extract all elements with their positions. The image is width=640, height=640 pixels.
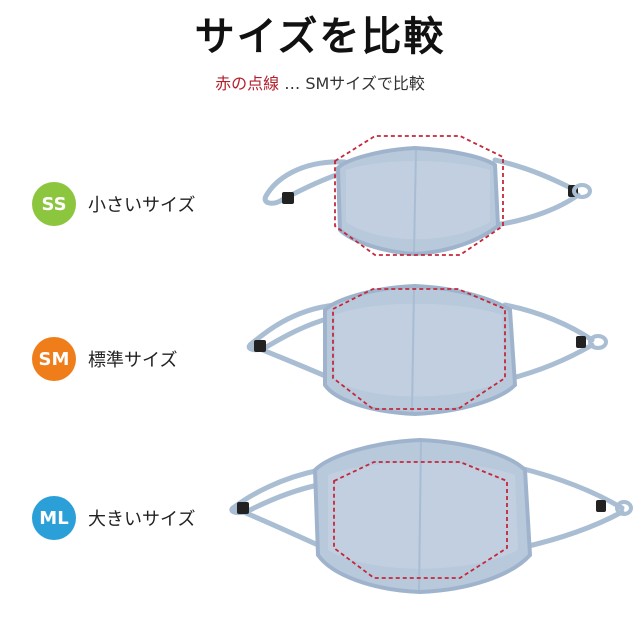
size-badge-sm: SM xyxy=(32,337,76,381)
size-label-ml: 大きいサイズ xyxy=(88,509,196,530)
size-label-ss: 小さいサイズ xyxy=(88,195,196,216)
mask-ss xyxy=(262,135,592,257)
legend-rest-text: … SMサイズで比較 xyxy=(279,74,425,93)
size-badge-ml: ML xyxy=(32,496,76,540)
legend-note: 赤の点線 … SMサイズで比較 xyxy=(0,70,640,94)
mask-sm xyxy=(246,283,608,417)
size-row-ml: ML 大きいサイズ xyxy=(32,495,195,541)
size-row-sm: SM 標準サイズ xyxy=(32,336,177,382)
size-row-ss: SS 小さいサイズ xyxy=(32,181,195,227)
mask-ml xyxy=(229,437,633,595)
legend-red-text: 赤の点線 xyxy=(215,74,280,93)
size-badge-ss: SS xyxy=(32,182,76,226)
size-label-sm: 標準サイズ xyxy=(88,350,178,371)
page-title: サイズを比較 xyxy=(194,14,446,60)
